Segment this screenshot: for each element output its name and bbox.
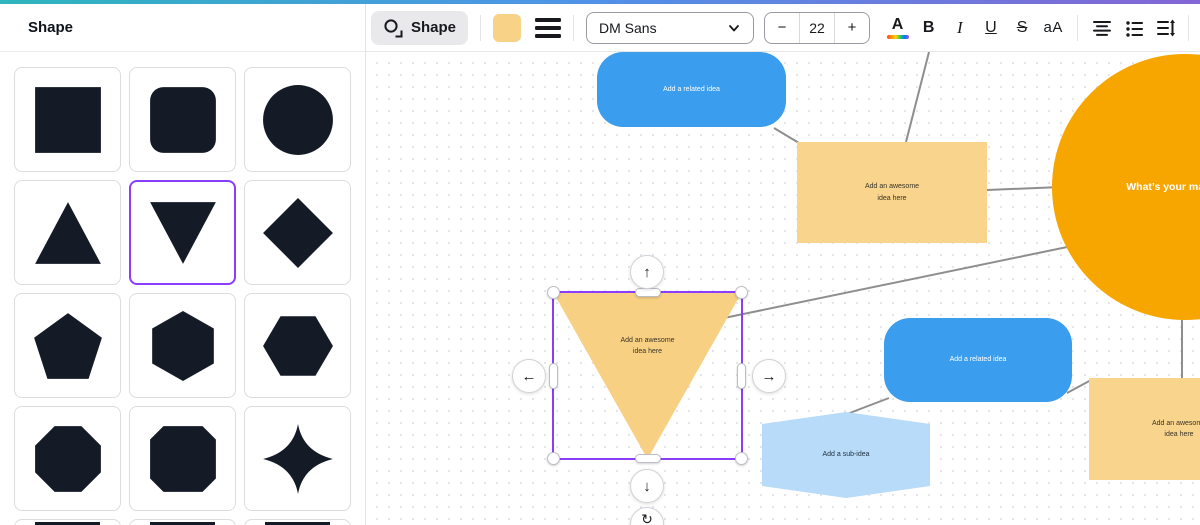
shape-button[interactable]: Shape [371, 10, 469, 45]
connector-yellow1-circle [986, 186, 1062, 191]
arrow-left-icon: ← [521, 367, 537, 385]
rotate-icon: ↻ [641, 511, 653, 525]
font-family-select[interactable]: DM Sans [586, 11, 755, 44]
shape-tile-octagon-wide[interactable] [129, 406, 236, 511]
connector-triangle-circle [723, 245, 1073, 319]
divider [1188, 14, 1189, 41]
circle-icon [262, 84, 333, 155]
strikethrough-button[interactable]: S [1007, 11, 1038, 45]
triangle-down-icon [149, 201, 216, 264]
node-related-idea-right[interactable]: Add a related idea [884, 318, 1072, 402]
shape-tile-triangle-down-selected[interactable] [129, 180, 236, 285]
add-node-right-button[interactable]: → [752, 359, 786, 393]
resize-handle-right[interactable] [737, 362, 746, 389]
divider [573, 14, 575, 41]
connector-blue2-hexagon [846, 397, 890, 415]
font-size-increase-button[interactable]: + [847, 19, 857, 36]
triangle-shape [553, 292, 742, 459]
connector-top-yellow1 [905, 52, 930, 143]
line-spacing-icon [1156, 19, 1175, 36]
node-triangle-selected[interactable]: Add an awesome idea here [552, 291, 743, 460]
shape-tile-partial-2[interactable] [129, 519, 236, 525]
shape-tile-octagon[interactable] [14, 406, 121, 511]
shape-tile-diamond[interactable] [244, 180, 351, 285]
bullet-list-button[interactable] [1118, 11, 1150, 45]
diamond-icon [262, 197, 333, 268]
shape-tile-star-4[interactable] [244, 406, 351, 511]
add-node-down-button[interactable]: ↓ [630, 469, 664, 503]
text-case-button[interactable]: aA [1038, 11, 1069, 45]
whiteboard-canvas[interactable]: Add a related idea Add an awesome idea h… [366, 52, 1200, 525]
arrow-up-icon: ↑ [643, 263, 651, 281]
font-size-group: − 22 + [764, 11, 871, 44]
editor-area: Shape DM Sans − 22 + A [366, 4, 1200, 525]
add-node-left-button[interactable]: ← [512, 359, 546, 393]
octagon-wide-icon [149, 425, 216, 492]
star-4-icon [262, 423, 333, 494]
bullet-list-icon [1126, 20, 1143, 37]
shape-tile-hexagon-flat[interactable] [244, 293, 351, 398]
connector-blue1-yellow1 [773, 127, 800, 144]
italic-button[interactable]: I [944, 11, 975, 45]
text-align-button[interactable] [1086, 11, 1118, 45]
add-node-up-button[interactable]: ↑ [630, 255, 664, 289]
arrow-down-icon: ↓ [643, 477, 651, 495]
hexagon-pointy-icon [151, 310, 214, 381]
node-related-idea-top[interactable]: Add a related idea [597, 52, 786, 127]
node-awesome-idea-right[interactable]: Add an awesome idea here [1089, 378, 1200, 480]
font-size-value[interactable]: 22 [799, 12, 836, 43]
hexagon-flat-icon [262, 315, 333, 376]
bold-button[interactable]: B [913, 11, 944, 45]
connector-lines [723, 52, 1183, 415]
font-family-value: DM Sans [599, 19, 657, 36]
pentagon-icon [33, 312, 102, 379]
shape-panel: Shape [0, 4, 366, 525]
hexagon-shape [762, 412, 930, 498]
shape-panel-header: Shape [0, 4, 365, 52]
connector-blue2-yellow2 [1066, 378, 1094, 394]
arrow-right-icon: → [761, 367, 777, 385]
shape-button-icon [384, 18, 403, 37]
shape-tile-pentagon[interactable] [14, 293, 121, 398]
app-window: Shape [0, 4, 1200, 525]
shape-button-label: Shape [411, 19, 457, 36]
font-size-decrease-button[interactable]: − [777, 19, 787, 36]
resize-handle-top-right[interactable] [735, 286, 748, 299]
divider [480, 14, 482, 41]
shape-tile-triangle-up[interactable] [14, 180, 121, 285]
text-color-button[interactable]: A [882, 11, 913, 45]
node-sub-idea-hexagon[interactable]: Add a sub-idea [762, 412, 930, 498]
node-main-idea-circle[interactable]: What’s your main idea? [1052, 54, 1200, 320]
rounded-square-icon [149, 86, 216, 153]
resize-handle-bottom[interactable] [634, 454, 661, 463]
toolbar: Shape DM Sans − 22 + A [366, 4, 1200, 52]
octagon-icon [34, 425, 101, 492]
line-spacing-button[interactable] [1150, 11, 1182, 45]
shape-tile-square[interactable] [14, 67, 121, 172]
divider [1076, 14, 1078, 41]
shape-grid [0, 52, 365, 525]
fill-color-swatch[interactable] [493, 13, 522, 42]
shape-tile-partial-1[interactable] [14, 519, 121, 525]
resize-handle-top-left[interactable] [547, 286, 560, 299]
shape-tile-circle[interactable] [244, 67, 351, 172]
resize-handle-left[interactable] [549, 362, 558, 389]
top-gradient-bar [0, 0, 1200, 4]
text-color-label: A [891, 15, 904, 33]
align-center-icon [1092, 20, 1111, 36]
triangle-up-icon [34, 201, 101, 264]
underline-button[interactable]: U [975, 11, 1006, 45]
shape-tile-hexagon-pointy[interactable] [129, 293, 236, 398]
resize-handle-bottom-right[interactable] [735, 452, 748, 465]
node-awesome-idea-top[interactable]: Add an awesome idea here [797, 142, 987, 243]
shape-tile-partial-3[interactable] [244, 519, 351, 525]
panel-title: Shape [28, 19, 74, 36]
border-style-icon[interactable] [535, 17, 562, 38]
shape-tile-rounded-square[interactable] [129, 67, 236, 172]
square-icon [34, 86, 101, 153]
resize-handle-bottom-left[interactable] [547, 452, 560, 465]
chevron-down-icon [729, 24, 739, 31]
rainbow-color-bar [886, 34, 909, 39]
resize-handle-top[interactable] [634, 288, 661, 297]
